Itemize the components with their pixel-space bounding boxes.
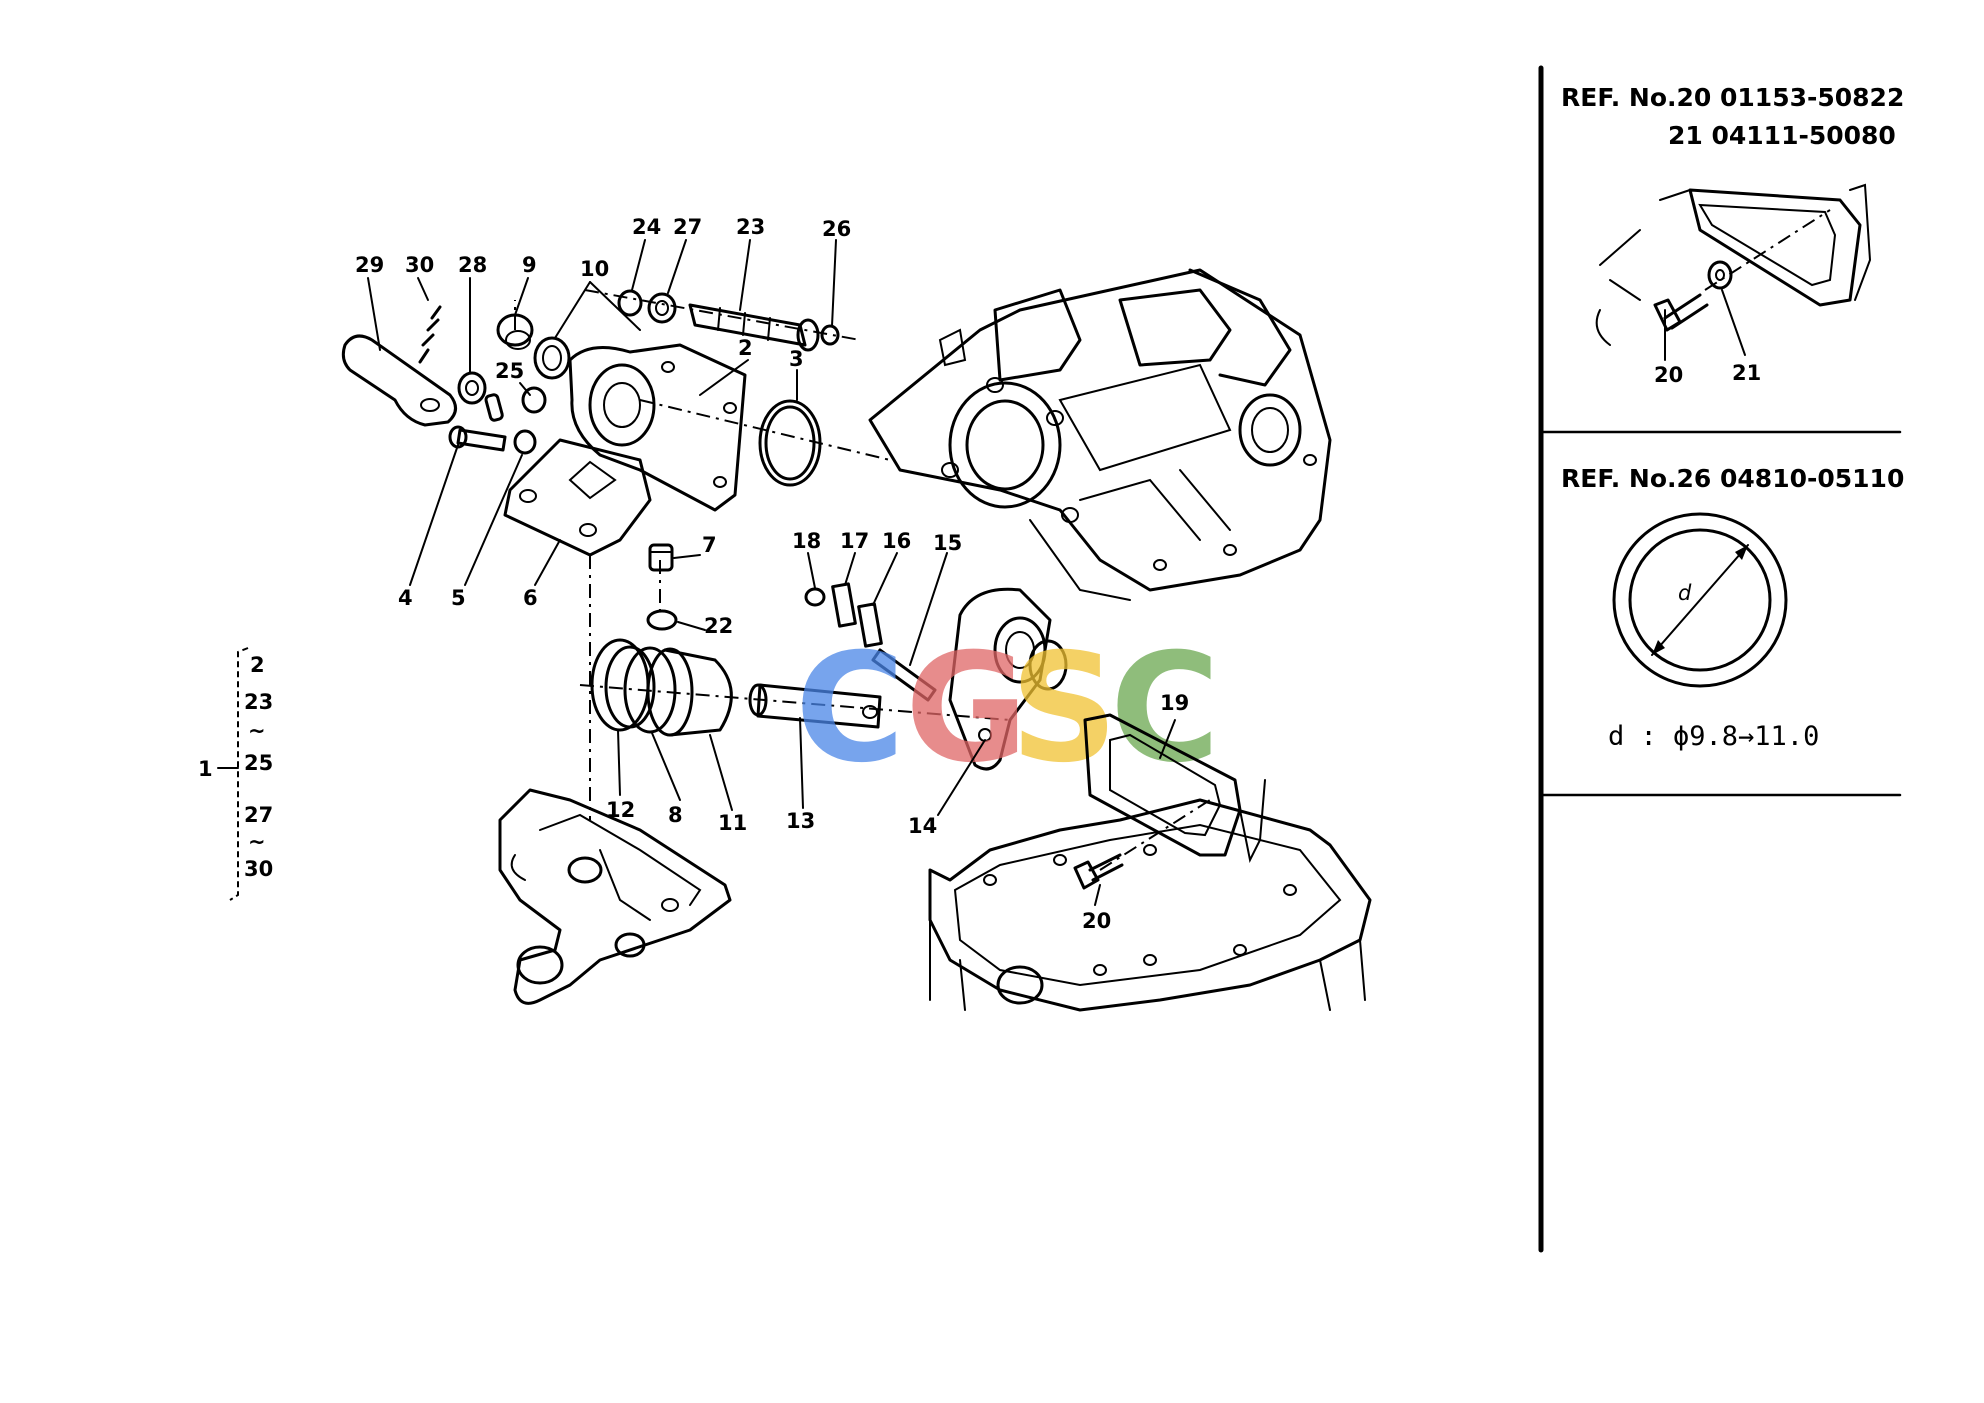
callout-14: 14 xyxy=(908,814,937,838)
ref-panel-1-line1: REF. No.20 01153-50822 xyxy=(1561,83,1904,112)
o-ring-section-illustration xyxy=(1612,512,1788,688)
callout-16: 16 xyxy=(882,529,911,553)
assembly-item: 2 xyxy=(250,653,265,677)
callout-4: 4 xyxy=(398,586,413,610)
callout-leaders xyxy=(367,239,1176,906)
lower-left-housing xyxy=(498,788,732,1005)
callout-29: 29 xyxy=(355,253,384,277)
cylinder-piston-group xyxy=(579,582,1068,771)
callout-24: 24 xyxy=(632,215,661,239)
ref-panel-1-label-21: 21 xyxy=(1732,361,1761,385)
assembly-parent-label: 1 xyxy=(198,757,213,781)
callout-6: 6 xyxy=(523,586,538,610)
callout-22: 22 xyxy=(704,614,733,638)
ref-panel-1-line2: 21 04111-50080 xyxy=(1668,121,1896,150)
watermark-letter: C xyxy=(1110,622,1220,796)
callout-8: 8 xyxy=(668,803,683,827)
callout-25: 25 xyxy=(495,359,524,383)
callout-5: 5 xyxy=(451,586,466,610)
assembly-item: 30 xyxy=(244,857,273,881)
callout-9: 9 xyxy=(522,253,537,277)
callout-7: 7 xyxy=(702,533,717,557)
assembly-item: 23 xyxy=(244,690,273,714)
callout-26: 26 xyxy=(822,217,851,241)
callout-23: 23 xyxy=(736,215,765,239)
watermark: C G S C xyxy=(795,622,1220,796)
callout-13: 13 xyxy=(786,809,815,833)
callout-2: 2 xyxy=(738,336,753,360)
callout-3: 3 xyxy=(789,347,804,371)
watermark-letter: C xyxy=(795,622,905,796)
diameter-symbol: d xyxy=(1678,581,1692,605)
ref-panel-1-illustration xyxy=(1595,183,1872,361)
assembly-item: ~ xyxy=(248,719,266,743)
assembly-bracket xyxy=(217,647,249,901)
callout-15: 15 xyxy=(933,531,962,555)
callout-27: 27 xyxy=(673,215,702,239)
ref-panel-2-title: REF. No.26 04810-05110 xyxy=(1561,464,1904,493)
callout-19: 19 xyxy=(1160,691,1189,715)
lower-right-housing xyxy=(928,713,1372,1012)
callout-17: 17 xyxy=(840,529,869,553)
ref-panel-frame xyxy=(1538,65,1902,1253)
callout-28: 28 xyxy=(458,253,487,277)
callout-20: 20 xyxy=(1082,909,1111,933)
o-ring-diameter-spec: d : ϕ9.8→11.0 xyxy=(1608,721,1819,752)
assembly-item: 25 xyxy=(244,751,273,775)
hydraulic-housing xyxy=(868,268,1332,601)
upper-valve-assembly xyxy=(341,289,891,820)
callout-11: 11 xyxy=(718,811,747,835)
callout-30: 30 xyxy=(405,253,434,277)
assembly-item: ~ xyxy=(248,830,266,854)
callout-18: 18 xyxy=(792,529,821,553)
ref-panel-1-label-20: 20 xyxy=(1654,363,1683,387)
watermark-letter: S xyxy=(1010,622,1118,796)
watermark-letter: G xyxy=(905,622,1028,796)
assembly-item: 27 xyxy=(244,803,273,827)
callout-12: 12 xyxy=(606,798,635,822)
callout-10: 10 xyxy=(580,257,609,281)
